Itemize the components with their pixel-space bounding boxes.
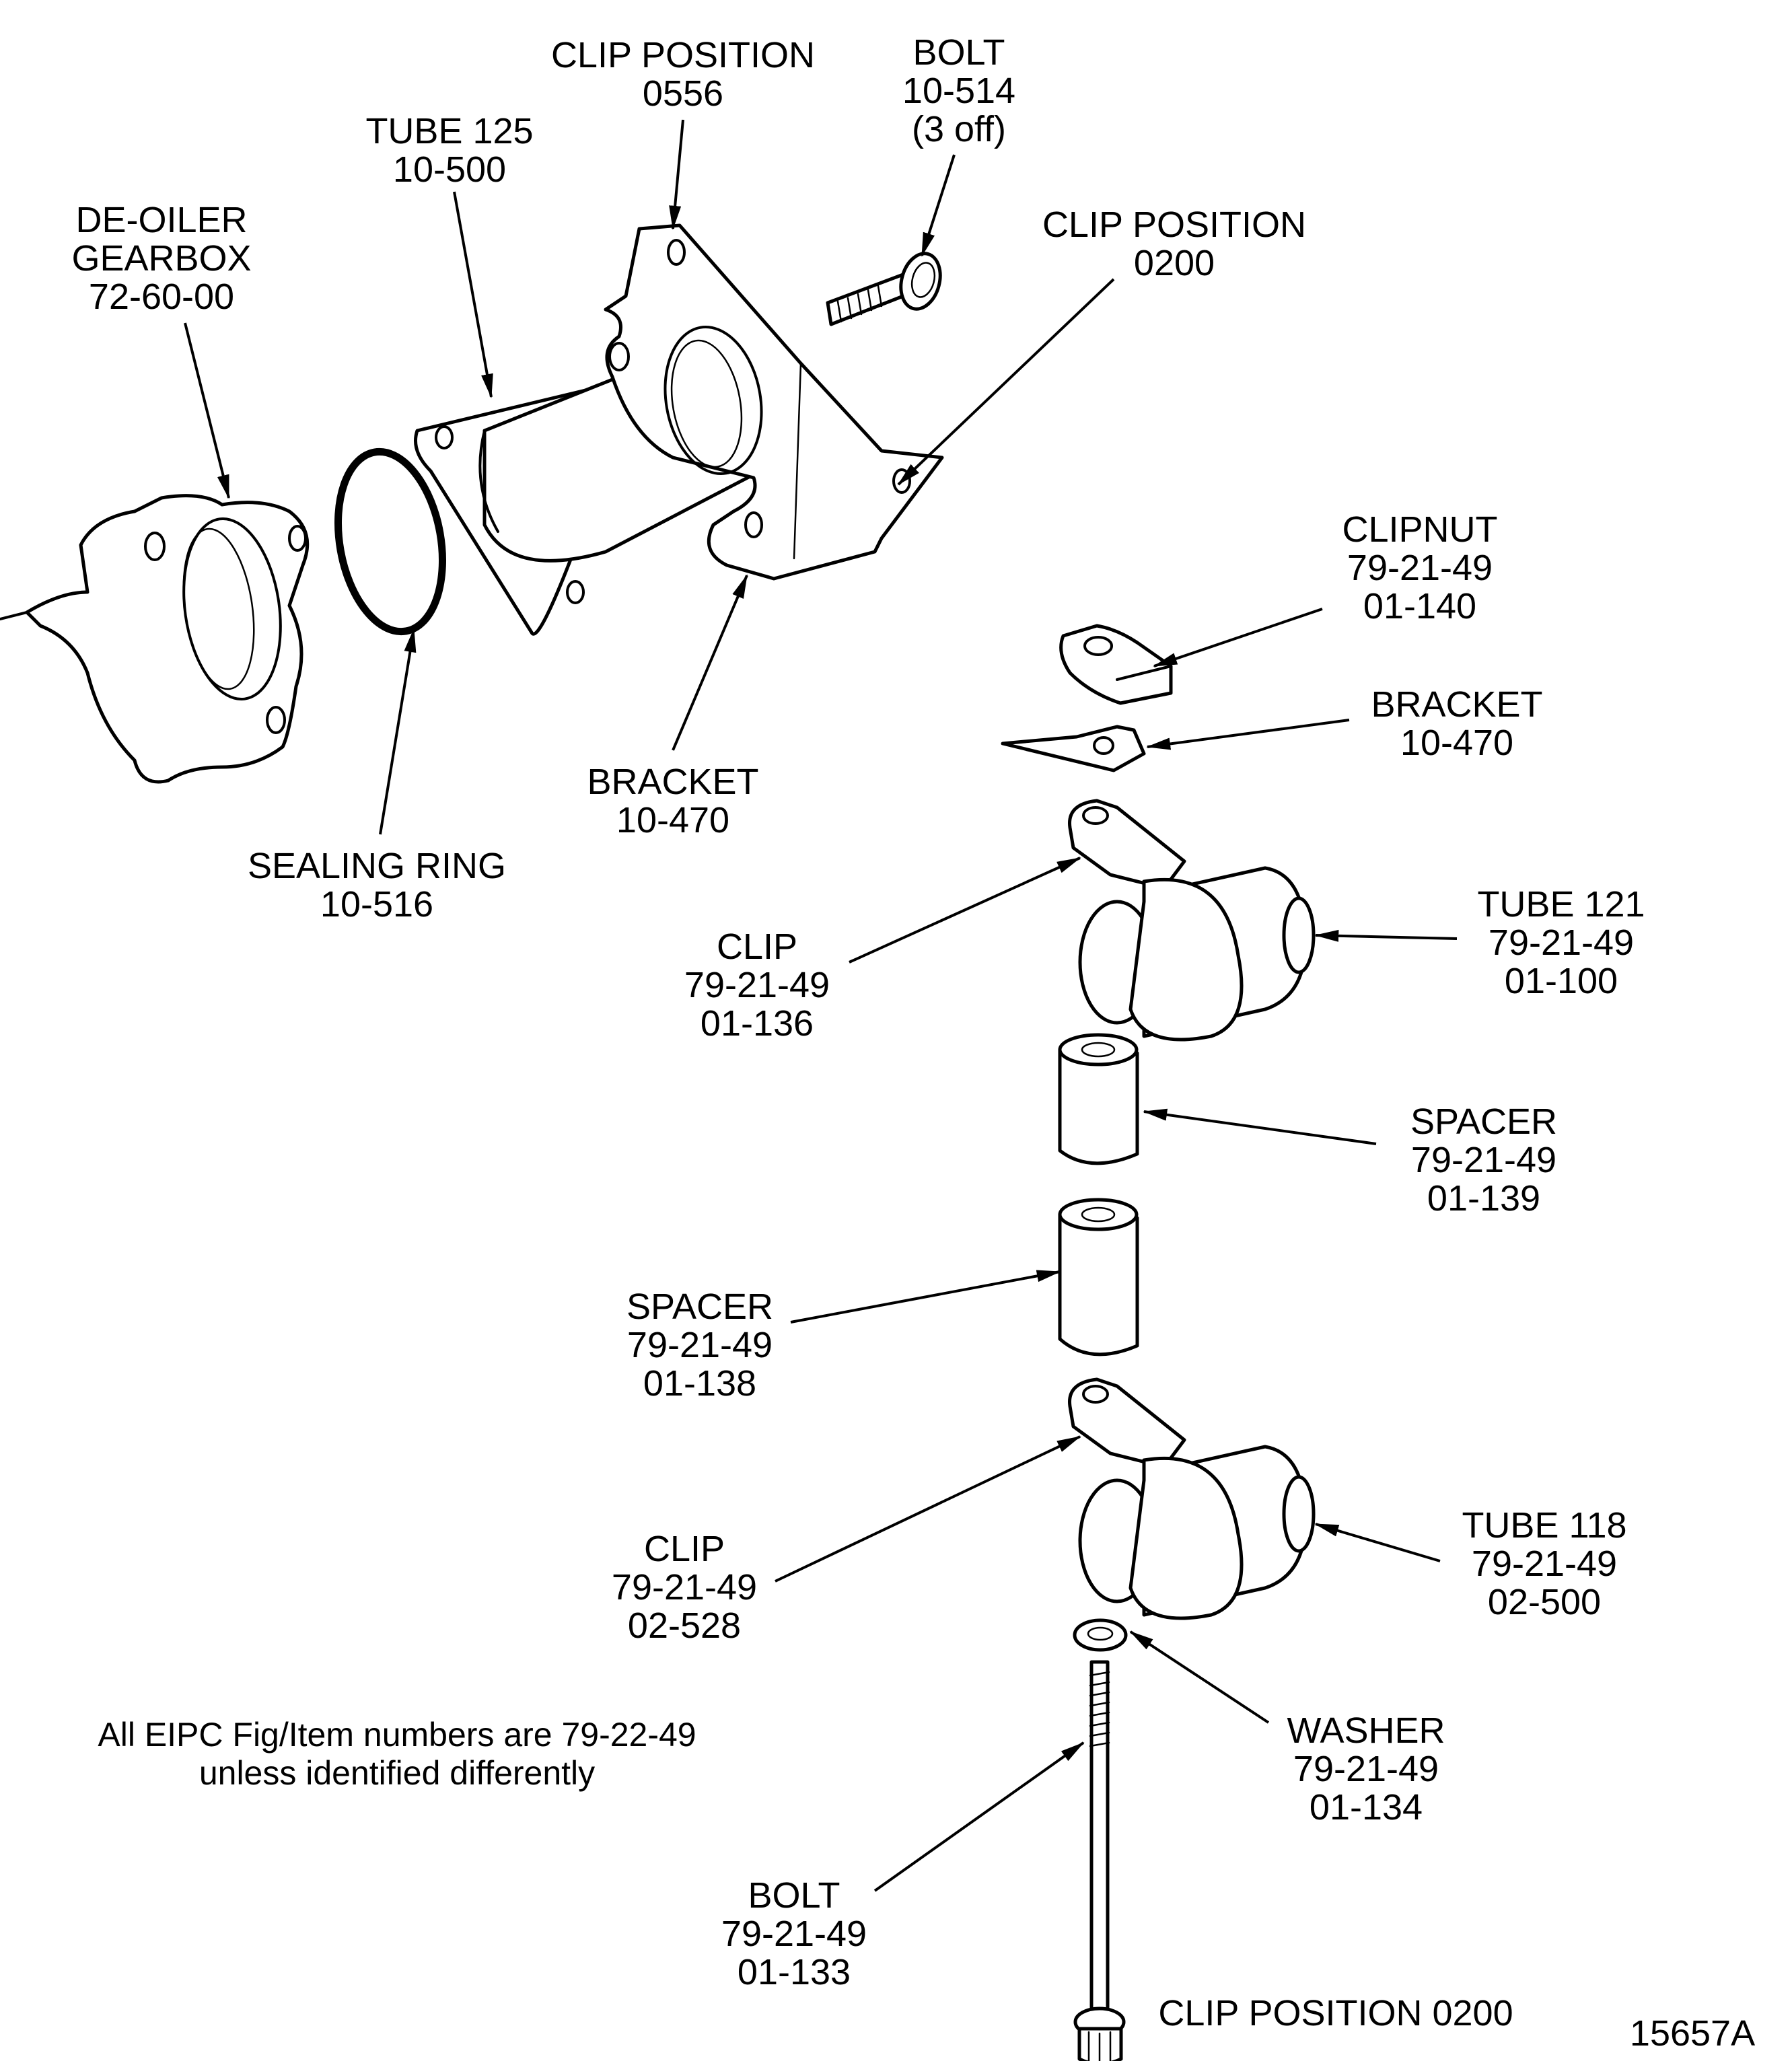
callout-part-number: 10-470 xyxy=(1400,723,1513,763)
callout-sealing-ring: SEALING RING 10-516 xyxy=(248,846,506,925)
leader-clip-02-528 xyxy=(775,1435,1081,1583)
callout-item-number: 01-136 xyxy=(701,1003,814,1044)
callout-title: BRACKET xyxy=(1371,684,1542,725)
leader-tube-125 xyxy=(453,191,493,398)
leader-bracket-lower xyxy=(672,574,748,751)
callout-item-number: 02-528 xyxy=(628,1605,741,1646)
callout-figure-number: 79-21-49 xyxy=(627,1325,773,1365)
leader-lines xyxy=(184,119,1458,1892)
leader-washer xyxy=(1129,1630,1270,1724)
callout-title-line2: GEARBOX xyxy=(71,238,251,279)
callout-part-number: 10-500 xyxy=(393,149,506,190)
leader-bolt-10-514 xyxy=(921,154,956,257)
tube-118-part xyxy=(1078,1445,1316,1620)
callout-figure-number: 79-21-49 xyxy=(1411,1140,1556,1180)
footnote-line-1: All EIPC Fig/Item numbers are 79-22-49 xyxy=(98,1716,696,1753)
leader-tube-118 xyxy=(1314,1523,1441,1562)
callout-figure-number: 79-21-49 xyxy=(1472,1544,1617,1584)
leader-clipnut xyxy=(1153,608,1323,667)
callout-tube-125: TUBE 125 10-500 xyxy=(365,111,533,190)
callout-washer: WASHER 79-21-49 01-134 xyxy=(1287,1710,1445,1828)
callout-bolt-01-133: BOLT 79-21-49 01-133 xyxy=(721,1875,867,1992)
callout-item-number: 01-139 xyxy=(1427,1178,1540,1219)
callout-title: BRACKET xyxy=(587,762,758,802)
clip-02-528-part xyxy=(1068,1377,1186,1469)
callout-item-number: 01-134 xyxy=(1310,1787,1423,1828)
tube-121-part xyxy=(1078,866,1316,1042)
callout-clip-01-136: CLIP 79-21-49 01-136 xyxy=(684,927,830,1044)
callout-title: SPACER xyxy=(1410,1101,1557,1142)
leader-clip-01-136 xyxy=(849,857,1081,964)
callout-bolt-10-514: BOLT 10-514 (3 off) xyxy=(902,32,1015,149)
callout-title: CLIP POSITION xyxy=(1042,205,1306,245)
callout-clip-position-0200-top: CLIP POSITION 0200 xyxy=(1042,205,1306,283)
callout-tube-118: TUBE 118 79-21-49 02-500 xyxy=(1462,1505,1626,1622)
de-oiler-gearbox-part xyxy=(0,494,310,784)
clip-01-136-part xyxy=(1068,799,1186,890)
leader-bracket-right xyxy=(1146,719,1350,750)
leader-spacer-01-139 xyxy=(1143,1108,1377,1145)
footnote: All EIPC Fig/Item numbers are 79-22-49 u… xyxy=(98,1716,696,1792)
callout-title: CLIP POSITION 0200 xyxy=(1158,1993,1513,2033)
callout-item-number: 01-138 xyxy=(643,1363,756,1404)
callout-title: TUBE 118 xyxy=(1462,1505,1626,1546)
callout-figure-number: 79-21-49 xyxy=(1489,923,1634,963)
callout-figure-number: 79-21-49 xyxy=(1293,1749,1439,1789)
leader-bolt-01-133 xyxy=(873,1741,1085,1892)
callout-item-number: 02-500 xyxy=(1488,1582,1601,1622)
figure-id: 15657A xyxy=(1630,2013,1755,2054)
callout-position: 0556 xyxy=(643,73,723,114)
callout-title: CLIP POSITION xyxy=(551,35,815,75)
callout-figure-number: 79-21-49 xyxy=(612,1567,757,1607)
callout-title: BOLT xyxy=(748,1875,840,1916)
callout-part-number: 10-514 xyxy=(902,71,1015,111)
callout-quantity: (3 off) xyxy=(912,109,1006,149)
callout-clip-position-0200-bottom: CLIP POSITION 0200 xyxy=(1158,1993,1513,2033)
bolt-10-514-part xyxy=(826,252,942,326)
callout-spacer-01-139: SPACER 79-21-49 01-139 xyxy=(1410,1101,1557,1219)
callout-tube-121: TUBE 121 79-21-49 01-100 xyxy=(1477,884,1645,1001)
callout-clip-02-528: CLIP 79-21-49 02-528 xyxy=(612,1529,757,1646)
callout-position: 0200 xyxy=(1134,243,1215,283)
callout-title: WASHER xyxy=(1287,1710,1445,1751)
callout-spacer-01-138: SPACER 79-21-49 01-138 xyxy=(626,1287,773,1404)
callout-bracket-right: BRACKET 10-470 xyxy=(1371,684,1542,763)
callout-title: TUBE 125 xyxy=(365,111,533,151)
callout-title: CLIP xyxy=(717,927,797,967)
callout-clipnut: CLIPNUT 79-21-49 01-140 xyxy=(1342,509,1497,626)
callout-title: SPACER xyxy=(626,1287,773,1327)
callout-item-number: 01-133 xyxy=(738,1952,851,1992)
callout-part-number: 10-516 xyxy=(320,884,433,925)
footnote-line-2: unless identified differently xyxy=(199,1754,595,1792)
clipnut-part xyxy=(1059,624,1173,705)
spacer-01-139-part xyxy=(1058,1033,1139,1165)
bracket-small-part xyxy=(1001,725,1146,772)
washer-part xyxy=(1073,1618,1128,1652)
callout-figure-number: 79-21-49 xyxy=(1347,548,1493,588)
callout-clip-position-0556: CLIP POSITION 0556 xyxy=(551,35,815,114)
callout-part-number: 10-470 xyxy=(616,800,729,840)
callout-de-oiler-gearbox: DE-OILER GEARBOX 72-60-00 xyxy=(71,200,251,317)
callout-title: SEALING RING xyxy=(248,846,506,886)
callout-figure-number: 79-21-49 xyxy=(721,1914,867,1954)
bolt-01-133-part xyxy=(1073,1660,1126,2061)
callout-title: CLIP xyxy=(644,1529,725,1569)
spacer-01-138-part xyxy=(1058,1198,1139,1357)
leader-sealing-ring xyxy=(379,628,417,835)
callout-item-number: 01-100 xyxy=(1505,961,1618,1001)
callout-part-number: 72-60-00 xyxy=(89,277,234,317)
leader-de-oiler xyxy=(184,322,230,499)
callout-title: CLIPNUT xyxy=(1342,509,1497,550)
leader-spacer-01-138 xyxy=(790,1270,1061,1324)
leader-tube-121 xyxy=(1314,929,1458,942)
callout-title: BOLT xyxy=(912,32,1005,73)
callout-title: DE-OILER xyxy=(75,200,247,240)
leader-clip-0200-top xyxy=(897,278,1115,486)
callout-item-number: 01-140 xyxy=(1363,586,1476,626)
callout-figure-number: 79-21-49 xyxy=(684,965,830,1005)
callout-title: TUBE 121 xyxy=(1477,884,1645,925)
callout-bracket-lower-left: BRACKET 10-470 xyxy=(587,762,758,840)
leader-clip-0556 xyxy=(669,119,684,230)
